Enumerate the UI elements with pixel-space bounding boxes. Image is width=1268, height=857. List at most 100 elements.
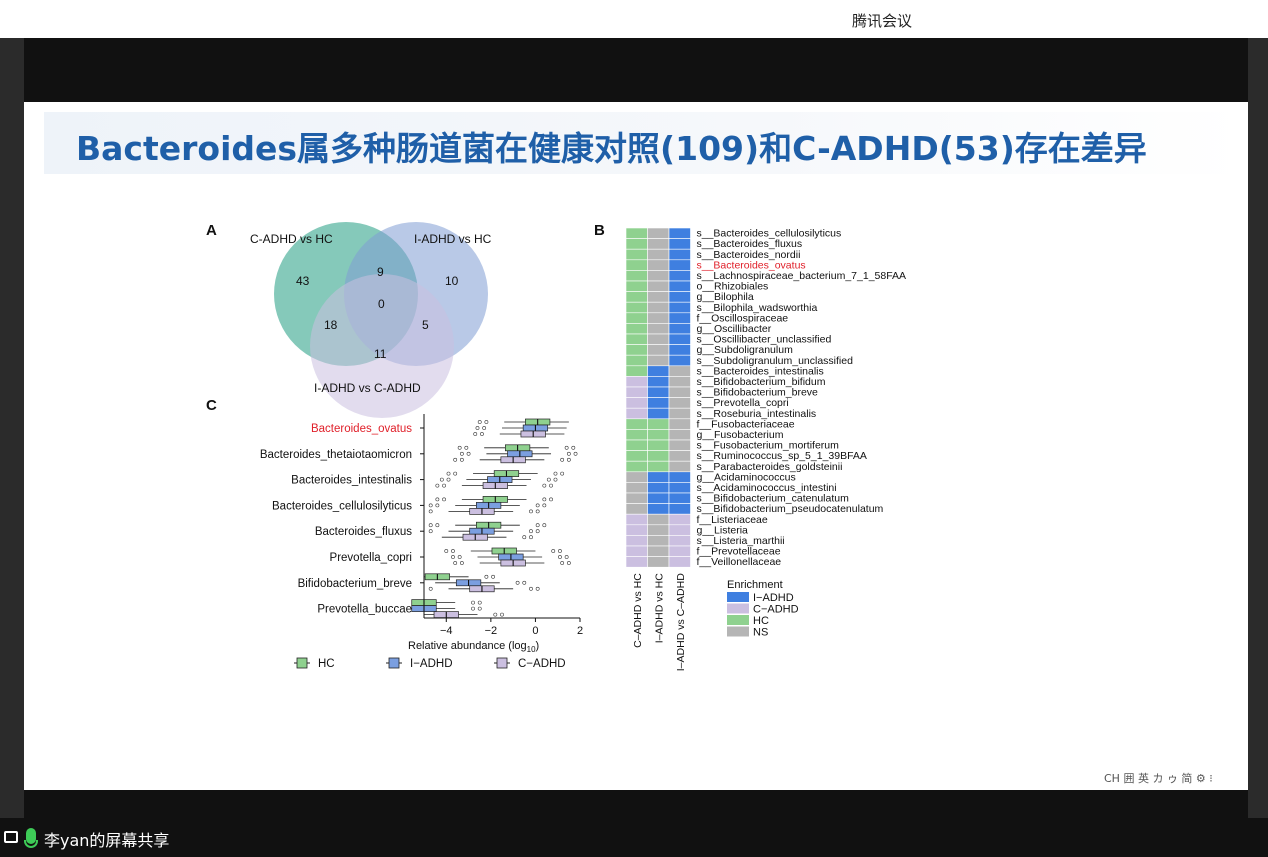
boxplot-outlier xyxy=(566,561,571,565)
venn-count-abc: 0 xyxy=(378,297,385,311)
heatmap-cell xyxy=(647,365,670,377)
boxplot-outlier xyxy=(428,503,433,508)
boxplot-outlier xyxy=(459,451,464,456)
boxplot-outlier xyxy=(535,586,540,591)
boxplot-outlier xyxy=(560,471,565,476)
heatmap-cell xyxy=(647,280,670,292)
ime-toolbar[interactable]: CH 囲 英 カ ゥ 简 ⚙ ⁝ xyxy=(1098,770,1248,790)
heatmap-cell xyxy=(647,460,670,473)
venn-count-ab: 9 xyxy=(377,265,384,279)
title-band xyxy=(44,112,1244,174)
heatmap-cell xyxy=(625,270,648,282)
heatmap-legend-title: Enrichment xyxy=(727,579,783,591)
heatmap-row-label: s__Roseburia_intestinalis xyxy=(697,408,817,420)
panel-c-boxplot: C Bacteroides_ovatusBacteroides_thetaiot… xyxy=(206,397,583,670)
boxplot-outlier xyxy=(435,497,440,502)
heatmap-row-label: s__Parabacteroides_goldsteinii xyxy=(697,461,843,473)
heatmap-cell xyxy=(647,545,670,557)
heatmap-row-label: s__Bacteroides_cellulosilyticus xyxy=(697,228,842,240)
heatmap-cell xyxy=(625,323,648,335)
heatmap-row-label: s__Bilophila_wadsworthia xyxy=(697,302,818,314)
venn-count-only-b: 10 xyxy=(445,274,459,288)
heatmap-cell xyxy=(625,460,648,473)
boxplot-x-tick-label: 0 xyxy=(532,625,538,637)
heatmap-legend-swatch xyxy=(727,603,749,614)
boxplot-x-tick-label: −4 xyxy=(440,625,453,637)
heatmap-cell xyxy=(668,248,691,261)
heatmap-cell xyxy=(647,450,670,462)
slide-title: Bacteroides属多种肠道菌在健康对照(109)和C-ADHD(53)存在… xyxy=(76,129,1147,168)
screen-share-label: 李yan的屏幕共享 xyxy=(44,831,170,850)
heatmap-cell xyxy=(647,344,670,356)
heatmap-cell xyxy=(647,312,670,324)
heatmap-cell xyxy=(625,291,648,303)
heatmap-cell xyxy=(625,238,648,250)
app-title-bar: 腾讯会议 xyxy=(0,0,1268,38)
heatmap-row-label: g__Oscillibacter xyxy=(697,323,772,335)
frame-left-border xyxy=(0,38,24,818)
boxplot-outlier xyxy=(566,451,571,456)
heatmap-cell xyxy=(647,354,670,367)
boxplot-outlier xyxy=(542,523,547,528)
heatmap-cell xyxy=(668,280,691,292)
heatmap-legend-label: HC xyxy=(753,615,769,627)
heatmap-cell xyxy=(668,439,691,451)
heatmap-cell xyxy=(668,301,691,314)
heatmap-cell xyxy=(647,238,670,250)
venn-count-only-c: 11 xyxy=(374,347,387,361)
boxplot-outlier xyxy=(542,483,547,488)
boxplot-outlier xyxy=(428,586,433,591)
boxplot-outlier xyxy=(542,497,547,502)
heatmap-legend-label: NS xyxy=(753,627,768,639)
boxplot-legend-swatch xyxy=(388,657,400,669)
heatmap-cell xyxy=(668,397,691,409)
heatmap-cell xyxy=(647,397,670,409)
boxplot-outlier xyxy=(558,549,562,553)
heatmap-cell xyxy=(625,471,648,483)
heatmap-cell xyxy=(668,365,691,377)
boxplot-legend-swatch xyxy=(296,657,308,669)
boxplot-outlier xyxy=(529,586,533,591)
heatmap-row-labels: s__Bacteroides_cellulosilyticuss__Bacter… xyxy=(697,228,907,569)
heatmap-cell xyxy=(668,460,691,473)
heatmap-cell xyxy=(647,503,670,515)
boxplot-outlier xyxy=(442,497,446,502)
boxplot-outlier xyxy=(453,457,458,462)
boxplot-x-tick-label: 2 xyxy=(577,625,583,637)
screen-share-icon[interactable] xyxy=(4,831,18,843)
heatmap-cell xyxy=(625,407,648,420)
heatmap-cell xyxy=(668,429,691,441)
heatmap-cell xyxy=(668,270,691,282)
boxplot-outlier xyxy=(535,509,540,514)
heatmap-cell xyxy=(668,513,691,526)
heatmap-cell xyxy=(625,450,648,462)
boxplot-outlier xyxy=(535,529,540,534)
boxplot-outlier xyxy=(542,503,547,508)
heatmap-cell xyxy=(647,429,670,441)
heatmap-row-label: g__Listeria xyxy=(697,524,749,536)
venn-set-label-2: I-ADHD vs HC xyxy=(414,232,492,246)
heatmap-row-label: g__Acidaminococcus xyxy=(697,471,796,483)
heatmap-row-label: s__Listeria_marthii xyxy=(697,535,785,547)
figure: A C-ADHD vs HC I-ADHD vs HC I-ADHD vs C-… xyxy=(206,222,907,671)
panel-c-label: C xyxy=(206,397,217,414)
boxplot-category-label: Bacteroides_thetaiotaomicron xyxy=(260,449,412,461)
heatmap-cell xyxy=(647,556,670,568)
boxplot-xlabel-sub: 10 xyxy=(527,645,536,654)
boxplot-outlier xyxy=(529,509,533,514)
heatmap-cell xyxy=(668,354,691,367)
heatmap-cell xyxy=(647,418,670,430)
boxplot-outlier xyxy=(459,457,464,462)
boxplot-outlier xyxy=(571,445,576,450)
heatmap-row-label: s__Bacteroides_fluxus xyxy=(697,238,803,250)
boxplot-outlier xyxy=(451,549,455,553)
heatmap-legend-swatch xyxy=(727,615,749,625)
boxplot-legend-label: HC xyxy=(318,658,335,670)
heatmap-cell xyxy=(647,259,670,271)
microphone-icon[interactable] xyxy=(26,828,36,844)
heatmap-cell xyxy=(625,280,648,292)
app-title: 腾讯会议 xyxy=(852,12,913,30)
